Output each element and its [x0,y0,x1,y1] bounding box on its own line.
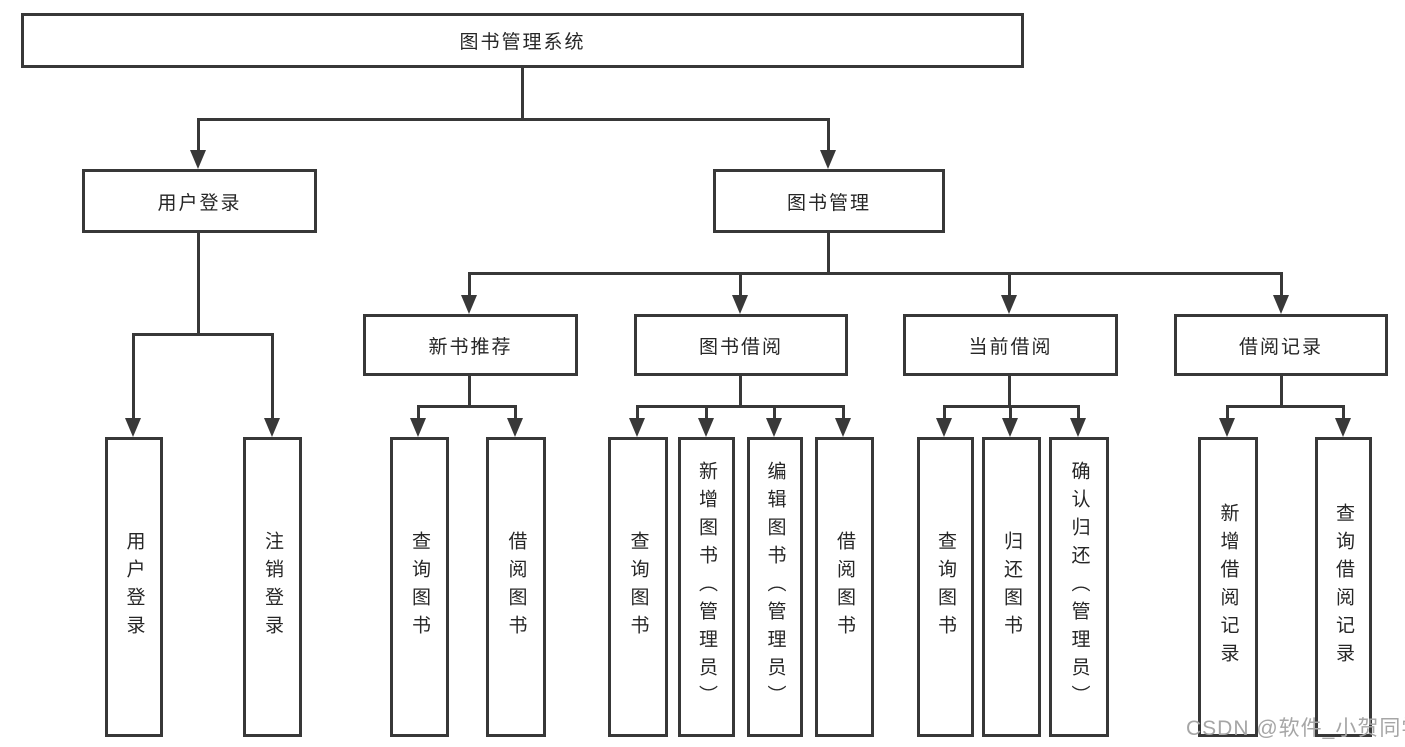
connector-line [1009,405,1012,419]
node-label: 用户登录 [123,531,145,643]
connector-line [1077,405,1080,419]
connector-line [1008,272,1011,298]
connector-line [1226,405,1229,419]
connector-line [468,376,471,408]
connector-line [636,405,845,408]
connector-line [468,272,471,298]
connector-line [271,333,274,419]
connector-line [636,405,639,419]
connector-line [739,376,742,408]
connector-line [521,65,524,121]
arrowhead-down [507,418,523,437]
leaf-add-borrow-record: 新增借阅记录 [1198,437,1258,737]
leaf-edit-book-admin: 编辑图书（管理员） [747,437,803,737]
node-book-management: 图书管理 [713,169,945,233]
leaf-borrow-books: 借阅图书 [815,437,874,737]
arrowhead-down [820,150,836,169]
connector-line [842,405,845,419]
connector-line [132,333,135,419]
node-book-borrowing: 图书借阅 [634,314,848,376]
arrowhead-down [766,418,782,437]
leaf-logout: 注销登录 [243,437,302,737]
connector-line [468,272,1283,275]
leaf-add-book-admin: 新增图书（管理员） [678,437,735,737]
connector-line [1226,405,1345,408]
connector-line [514,405,517,419]
leaf-query-books-recommend: 查询图书 [390,437,449,737]
leaf-user-login: 用户登录 [105,437,163,737]
arrowhead-down [629,418,645,437]
node-label: 图书管理系统 [459,32,586,53]
node-label: 查询图书 [935,531,956,643]
node-root-library-management-system: 图书管理系统 [21,13,1024,68]
leaf-borrow-books-recommend: 借阅图书 [486,437,546,737]
node-label: 查询图书 [627,531,649,643]
arrowhead-down [1001,295,1017,314]
node-label: 图书管理 [786,192,871,214]
connector-line [1008,376,1011,408]
leaf-query-borrow-record: 查询借阅记录 [1315,437,1372,737]
arrowhead-down [125,418,141,437]
arrowhead-down [1335,418,1351,437]
node-label: 用户登录 [157,192,242,214]
csdn-watermark: CSDN @软件_小贺同学 [1186,717,1405,740]
connector-line [1280,272,1283,298]
arrowhead-down [936,418,952,437]
node-label: 借阅图书 [505,531,527,643]
connector-line [739,272,742,298]
connector-line [197,118,200,152]
arrowhead-down [1219,418,1235,437]
node-current-borrowing: 当前借阅 [903,314,1118,376]
connector-line [417,405,420,419]
arrowhead-down [732,295,748,314]
node-label: 查询借阅记录 [1333,503,1354,671]
connector-line [827,118,830,152]
arrowhead-down [698,418,714,437]
node-borrowing-records: 借阅记录 [1174,314,1388,376]
arrowhead-down [1002,418,1018,437]
node-label: 当前借阅 [968,336,1053,358]
connector-line [417,405,517,408]
connector-line [1342,405,1345,419]
leaf-return-book: 归还图书 [982,437,1041,737]
arrowhead-down [264,418,280,437]
arrowhead-down [410,418,426,437]
connector-line [1280,376,1283,408]
arrowhead-down [1273,295,1289,314]
connector-line [773,405,776,419]
node-label: 新增借阅记录 [1217,503,1239,671]
connector-line [132,333,274,336]
connector-line [943,405,946,419]
arrowhead-down [190,150,206,169]
node-label: 归还图书 [1001,531,1022,643]
node-label: 注销登录 [262,531,283,643]
arrowhead-down [835,418,851,437]
leaf-query-books-current: 查询图书 [917,437,974,737]
leaf-confirm-return-admin: 确认归还（管理员） [1049,437,1109,737]
node-label: 编辑图书（管理员） [764,461,786,713]
connector-line [827,233,830,275]
arrowhead-down [1070,418,1086,437]
node-label: 查询图书 [409,531,430,643]
node-user-login: 用户登录 [82,169,317,233]
connector-line [197,118,830,121]
node-label: 借阅图书 [834,531,855,643]
node-label: 借阅记录 [1238,336,1323,358]
leaf-query-books-borrowing: 查询图书 [608,437,668,737]
node-label: 新增图书（管理员） [696,461,717,713]
connector-line [197,233,200,336]
node-label: 确认归还（管理员） [1068,461,1090,713]
arrowhead-down [461,295,477,314]
node-label: 图书借阅 [698,336,783,358]
node-new-book-recommendation: 新书推荐 [363,314,578,376]
connector-line [705,405,708,419]
node-label: 新书推荐 [428,336,513,358]
